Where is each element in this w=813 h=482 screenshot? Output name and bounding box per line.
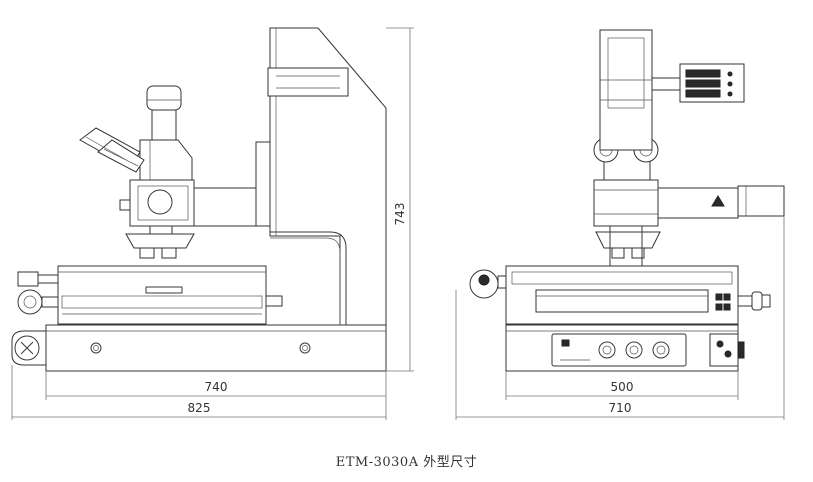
side-height-dimension: 743 xyxy=(393,203,407,226)
front-view: 500 710 xyxy=(455,29,785,420)
front-lamp-house xyxy=(737,185,785,217)
figure-caption: ETM-3030A 外型尺寸 xyxy=(335,455,478,470)
stage-micrometer-knob xyxy=(17,289,43,315)
side-column xyxy=(269,27,387,326)
side-stage xyxy=(57,265,267,325)
camera-adapter xyxy=(151,109,177,141)
front-inner-width-dimension: 500 xyxy=(611,380,634,394)
front-column xyxy=(599,29,653,151)
front-illuminator xyxy=(657,187,739,219)
dro-mount xyxy=(651,77,681,91)
front-objective-turret xyxy=(595,231,661,249)
microscope-head xyxy=(139,139,193,181)
front-body xyxy=(593,179,659,227)
side-view: 743 740 825 xyxy=(11,27,414,420)
side-arm xyxy=(193,187,261,227)
side-base-knob xyxy=(11,330,47,366)
front-power-block xyxy=(709,333,739,367)
stage-micrometer-top xyxy=(17,271,39,287)
side-base xyxy=(45,324,387,372)
objective-turret xyxy=(125,233,195,249)
front-control-panel xyxy=(551,333,687,367)
microscope-body xyxy=(129,179,195,227)
front-outer-width-dimension: 710 xyxy=(609,401,632,415)
side-inner-width-dimension: 740 xyxy=(205,380,228,394)
side-column-bracket xyxy=(267,67,349,97)
camera xyxy=(146,85,182,111)
side-outer-width-dimension: 825 xyxy=(188,401,211,415)
eyepieces xyxy=(79,127,145,173)
